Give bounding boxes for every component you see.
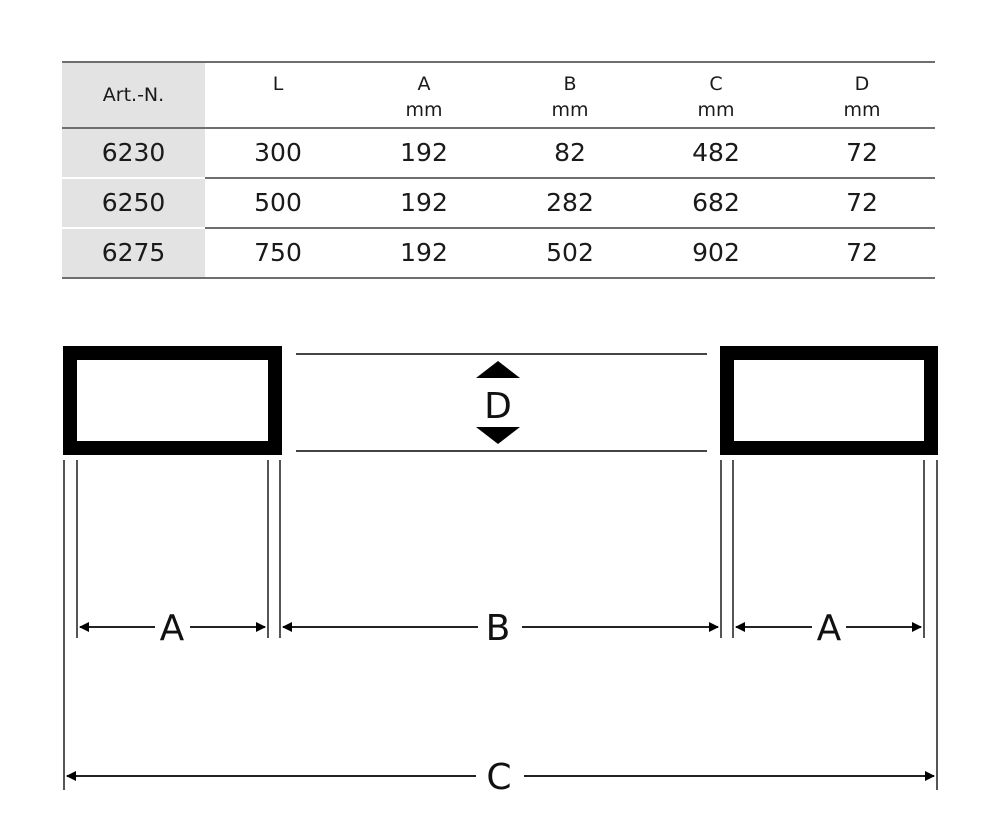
header-unit: mm bbox=[551, 99, 589, 121]
cell-c: 482 bbox=[692, 138, 740, 167]
header-label: L bbox=[272, 73, 284, 95]
table-header-row: Art.-N. L A mm B mm C mm D mm bbox=[62, 62, 935, 128]
header-label: C bbox=[709, 73, 723, 95]
extension-lines bbox=[63, 460, 938, 790]
header-label: A bbox=[417, 73, 431, 95]
cell-art-number: 6250 bbox=[62, 177, 205, 228]
header-l: L bbox=[205, 62, 351, 128]
header-label: B bbox=[563, 73, 577, 95]
depth-arrow-down-icon bbox=[476, 427, 520, 444]
cell-l: 750 bbox=[205, 227, 351, 278]
dimension-c-label: C bbox=[486, 757, 511, 798]
cell-art-number: 6275 bbox=[62, 227, 205, 278]
cell-c: 682 bbox=[643, 177, 789, 228]
cell-b: 502 bbox=[497, 227, 643, 278]
header-d: D mm bbox=[789, 62, 935, 128]
dimensions-table: Art.-N. L A mm B mm C mm D mm bbox=[62, 61, 935, 279]
cell-a: 192 bbox=[351, 177, 497, 228]
cell-a: 192 bbox=[400, 138, 448, 167]
cell-b: 82 bbox=[554, 138, 586, 167]
left-profile-box bbox=[63, 346, 282, 455]
cell-c: 902 bbox=[643, 227, 789, 278]
header-unit: mm bbox=[843, 99, 881, 121]
depth-reference-lines bbox=[296, 353, 707, 452]
cell-a: 192 bbox=[351, 227, 497, 278]
cell-d: 72 bbox=[789, 177, 935, 228]
cell-l: 300 bbox=[254, 138, 302, 167]
right-profile-box bbox=[720, 346, 938, 455]
cell-art-number: 6230 bbox=[62, 128, 205, 178]
table-row: 6250 500 192 282 682 72 bbox=[62, 177, 935, 228]
header-a: A mm bbox=[351, 62, 497, 128]
table-row: 6275 750 192 502 902 72 bbox=[62, 227, 935, 278]
cell-d: 72 bbox=[789, 227, 935, 278]
dimension-b-label: B bbox=[486, 608, 511, 649]
depth-label: D bbox=[484, 386, 512, 427]
header-c: C mm bbox=[643, 62, 789, 128]
dimension-a-left-label: A bbox=[160, 608, 185, 649]
header-b: B mm bbox=[497, 62, 643, 128]
header-label: Art.-N. bbox=[102, 84, 165, 106]
dimension-a-right-label: A bbox=[817, 608, 842, 649]
cell-d: 72 bbox=[846, 138, 878, 167]
cell-b: 282 bbox=[497, 177, 643, 228]
table-row: 6230 300 192 82 482 72 bbox=[62, 128, 935, 178]
header-art-number: Art.-N. bbox=[62, 62, 205, 128]
header-unit: mm bbox=[405, 99, 443, 121]
header-label: D bbox=[854, 73, 870, 95]
depth-arrow-up-icon bbox=[476, 361, 520, 378]
cell-l: 500 bbox=[205, 177, 351, 228]
header-unit: mm bbox=[697, 99, 735, 121]
